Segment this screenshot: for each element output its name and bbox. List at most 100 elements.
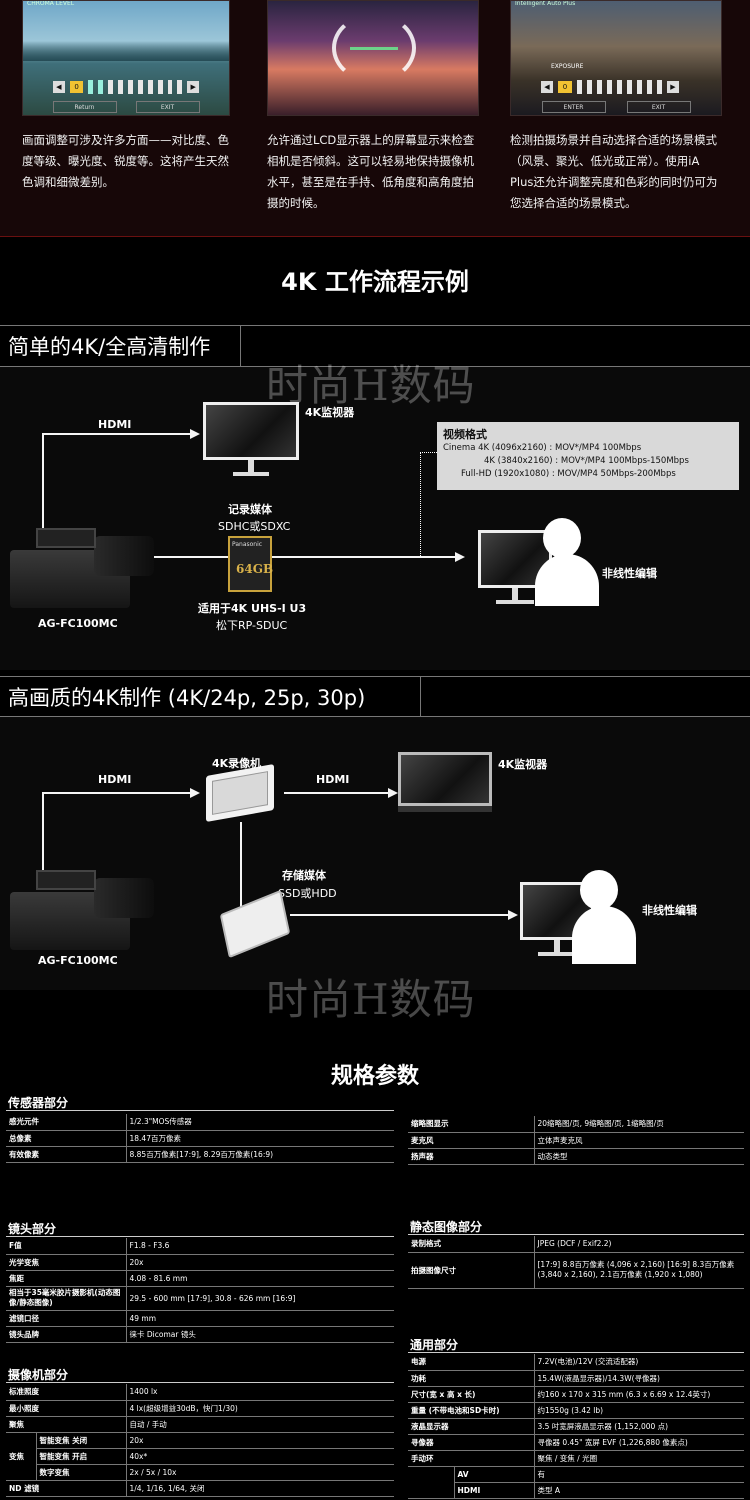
chroma-level-screen: CHROMA LEVEL ◀ 0 ▶ Return EXIT [22,0,230,116]
table-row: 尺寸(宽 x 高 x 长)约160 x 170 x 315 mm (6.3 x … [408,1386,744,1403]
format-row: 4K (3840x2160) : MOV*/MP4 100Mbps-150Mbp… [484,456,689,466]
card-note-2: 松下RP-SDUC [216,619,288,632]
level-gauge-screen [267,0,479,116]
table-row: 手动环聚焦 / 变焦 / 光圈 [408,1450,744,1467]
hdmi-label: HDMI [316,773,350,786]
format-row: Full-HD (1920x1080) : MOV/MP4 50Mbps-200… [461,469,676,479]
slider-value: 0 [69,81,84,93]
screen-caption: CHROMA LEVEL [27,0,75,7]
chroma-slider[interactable]: ◀ 0 ▶ [53,79,200,95]
table-row: 相当于35毫米胶片摄影机(动态图像/静态图像)29.5 - 600 mm [17… [6,1286,394,1311]
return-button[interactable]: Return [52,101,117,113]
arrow-icon [388,788,398,798]
mountain-scene [23,41,229,61]
card-brand: Panasonic [232,541,263,548]
4k-monitor-label: 4K监视器 [305,406,355,419]
feature-strip: CHROMA LEVEL ◀ 0 ▶ Return EXIT 画面调整可涉及许多… [0,0,750,236]
recorder-label: 4K录像机 [212,757,262,770]
hdmi-label: HDMI [98,418,132,431]
table-row: 拍摄图像尺寸[17:9] 8.8百万像素 (4,096 x 2,160) [16… [408,1252,744,1289]
screen-caption: Intelligent Auto Plus [515,0,576,7]
workflow-title: 4K 工作流程示例 [281,268,469,296]
editor-label: 非线性编辑 [642,904,697,917]
left-arrow-icon[interactable]: ◀ [53,81,65,93]
camera-heading: 摄像机部分 [8,1368,69,1382]
slider-value: 0 [558,81,572,93]
table-row: 镜头品牌徕卡 Dicomar 镜头 [6,1326,394,1343]
exposure-label: EXPOSURE [551,63,584,70]
arrow-icon [190,788,200,798]
level-line [350,47,398,50]
feature-text-2: 允许通过LCD显示器上的屏幕显示来检查相机是否倾斜。这可以轻易地保持摄像机水平，… [267,133,475,210]
card-note-1: 适用于4K UHS-I U3 [198,602,307,615]
camera-label: AG-FC100MC [38,954,118,967]
storage-label: 存储媒体 [282,869,326,882]
card-capacity: 64GB [236,562,274,576]
table-row: 聚焦自动 / 手动 [6,1416,394,1433]
4k-monitor-label: 4K监视器 [498,758,548,771]
camcorder-icon [10,870,156,950]
right-arrow-icon[interactable]: ▶ [667,81,679,93]
sd-card: Panasonic 64GB [228,536,274,592]
sensor-heading: 传感器部分 [8,1096,69,1110]
high-quality-heading: 高画质的4K制作 (4K/24p, 25p, 30p) [8,686,366,710]
table-row: 重量 (不带电池和SD卡时)约1550g (3.42 lb) [408,1402,744,1419]
watermark: 时尚H数码 [266,975,476,1024]
format-row: Cinema 4K (4096x2160) : MOV*/MP4 100Mbps [443,443,642,453]
storage-type: SSD或HDD [278,887,337,900]
left-arrow-icon[interactable]: ◀ [541,81,553,93]
ia-plus-screen: Intelligent Auto Plus EXPOSURE ◀ 0 ▶ ENT… [510,0,722,116]
4k-monitor [203,402,299,478]
media-label: 记录媒体 [228,503,272,516]
video-format-box: 视频格式 Cinema 4K (4096x2160) : MOV*/MP4 10… [437,422,739,490]
table-row: 寻像器寻像器 0.45" 宽屏 EVF (1,226,880 像素点) [408,1434,744,1451]
exposure-slider[interactable]: ◀ 0 ▶ [541,79,691,95]
exit-button[interactable]: EXIT [626,101,691,113]
simple-workflow-heading: 简单的4K/全高清制作 [8,335,211,359]
level-gauge-icon [332,13,416,83]
media-type: SDHC或SDXC [218,520,291,533]
table-row: 扬声器动态类型 [408,1148,744,1165]
simple-workflow-diagram [0,367,750,670]
watermark: 时尚H数码 [266,361,476,410]
still-heading: 静态图像部分 [410,1220,483,1234]
general-heading: 通用部分 [410,1338,459,1352]
editor-person-icon [572,870,636,964]
spec-title: 规格参数 [330,1064,419,1089]
exit-button[interactable]: EXIT [135,101,200,113]
camera-label: AG-FC100MC [38,617,118,630]
arrow-icon [455,552,465,562]
camcorder-icon [10,528,156,608]
divider [0,236,750,237]
table-row: 麦克风立体声麦克风 [408,1132,744,1149]
hdmi-label: HDMI [98,773,132,786]
feature-text-3: 检测拍摄场景并自动选择合适的场景模式（风景、聚光、低光或正常）。使用iA Plu… [510,133,718,210]
4k-monitor [398,752,492,814]
arrow-icon [190,429,200,439]
enter-button[interactable]: ENTER [541,101,606,113]
right-arrow-icon[interactable]: ▶ [187,81,200,93]
